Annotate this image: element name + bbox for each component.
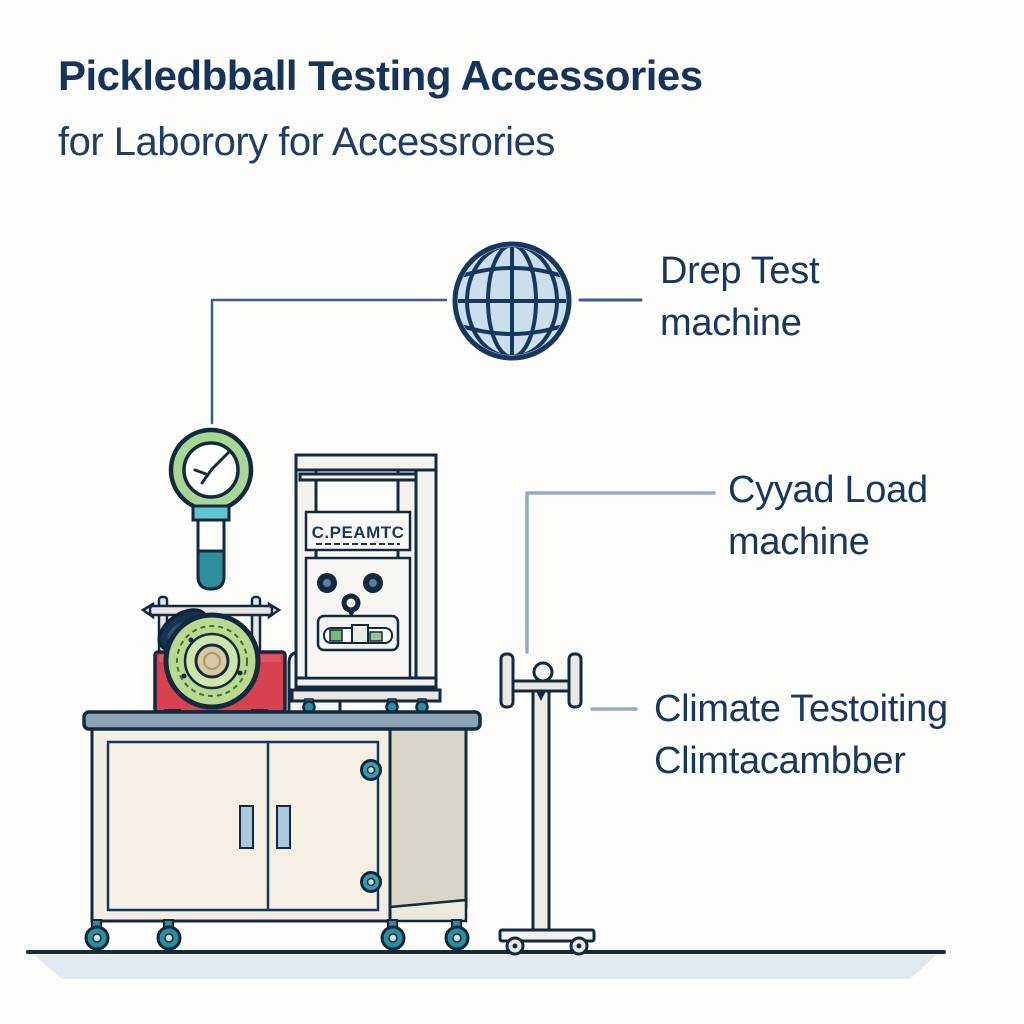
drop-tower-panel-text: C.PEAMTC xyxy=(312,523,405,542)
stand-base xyxy=(498,928,596,943)
pickleball-icon xyxy=(452,241,572,361)
stand-joint xyxy=(536,691,546,701)
stand-pole xyxy=(531,684,551,934)
stand-top-knob xyxy=(532,661,554,683)
ground xyxy=(26,950,946,979)
door-handle-left xyxy=(239,805,254,849)
ground-strip xyxy=(34,955,936,979)
gauge-needle xyxy=(193,450,231,485)
stand-end-cap-right xyxy=(567,652,583,709)
stand-end-cap-left xyxy=(499,652,515,709)
slot-button-green xyxy=(369,631,383,642)
bench-icon xyxy=(82,710,482,951)
gauge-stem-fill xyxy=(196,549,226,591)
page-title: Pickledbball Testing Accessories xyxy=(58,52,703,99)
connector-lines xyxy=(210,298,716,711)
connector-cyclic-label-to-stand xyxy=(525,491,716,654)
caster xyxy=(156,919,182,951)
bench-side-panel xyxy=(388,727,468,909)
page-subtitle: for Laborory for Accessrories xyxy=(58,120,555,164)
drop-tower-control-panel xyxy=(304,556,412,680)
gauge-icon xyxy=(168,427,254,591)
slot-button-green xyxy=(329,629,343,642)
label-cyclic-load-machine: Cyyad Load machine xyxy=(728,469,928,564)
hook xyxy=(341,593,361,618)
caster xyxy=(84,919,110,951)
bench-tabletop xyxy=(82,710,482,731)
caster xyxy=(380,919,406,951)
load-tester-wheel xyxy=(163,612,261,710)
drop-tower-panel: C.PEAMTC xyxy=(304,510,412,552)
bench-casters xyxy=(84,919,470,951)
slot-button-light xyxy=(351,624,369,644)
caster xyxy=(444,919,470,951)
gauge-collar xyxy=(191,504,231,522)
label-climate-chamber: Climate Testoiting Climtacambber xyxy=(654,688,948,783)
label-drop-test-machine: Drep Test machine xyxy=(660,250,820,345)
door-handle-right xyxy=(276,805,291,849)
stand-icon xyxy=(498,652,596,956)
door-lock xyxy=(360,759,382,781)
stand-crossbar xyxy=(504,679,579,693)
drop-tower-icon: C.PEAMTC xyxy=(290,453,442,714)
connector-ball-to-gauge xyxy=(210,298,448,425)
door-lock xyxy=(360,871,382,893)
